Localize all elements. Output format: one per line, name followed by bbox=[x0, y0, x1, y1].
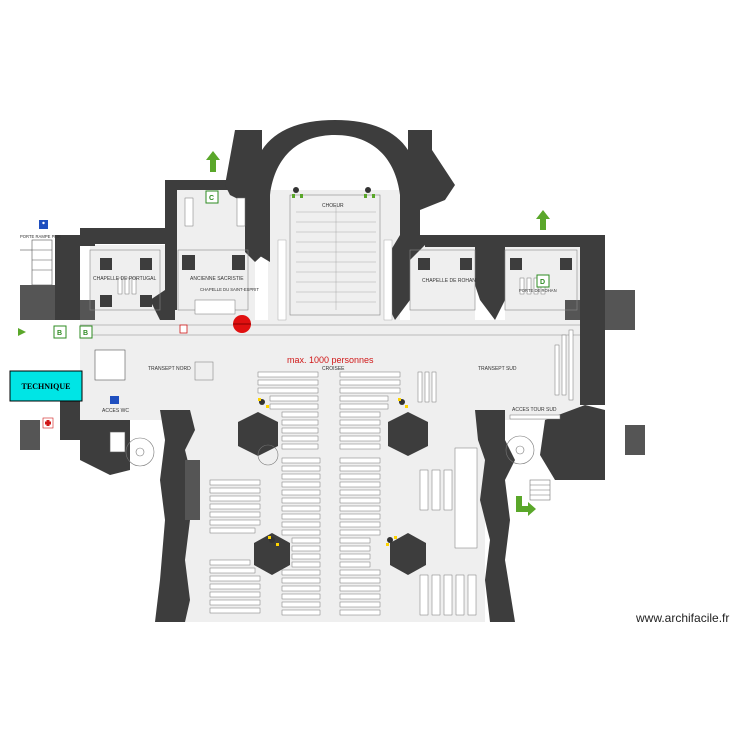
camera-icon bbox=[293, 187, 299, 193]
toilet-icon bbox=[110, 396, 119, 404]
label-chapelle-saint-esprit: CHAPELLE DU SAINT-ESPRIT bbox=[200, 287, 259, 292]
technique-box: TECHNIQUE bbox=[9, 370, 83, 402]
label-transept-nord: TRANSEPT NORD bbox=[148, 366, 191, 372]
pews-aisle-left bbox=[209, 479, 261, 614]
exit-arrow-icon bbox=[516, 496, 536, 516]
fire-extinguisher-icon bbox=[179, 324, 188, 334]
camera-icon bbox=[387, 537, 393, 543]
label-croisee: CROISEE bbox=[322, 366, 345, 372]
pews-nave-right bbox=[339, 457, 381, 616]
zone-marker-b-left: B bbox=[57, 330, 62, 337]
choir-stalls bbox=[277, 205, 393, 321]
label-acces-wc: ACCES WC bbox=[102, 408, 129, 414]
zone-marker-d: D bbox=[540, 279, 545, 286]
watermark-credit: www.archifacile.fr bbox=[636, 611, 730, 625]
label-porte-rampe: PORTE RAMPE PMR bbox=[20, 234, 61, 239]
spiral-stairs bbox=[125, 435, 551, 501]
pews-transept-right bbox=[417, 329, 574, 420]
label-chapelle-portugal: CHAPELLE DE PORTUGAL bbox=[93, 276, 156, 282]
label-chapelle-rohan: CHAPELLE DE ROHAN bbox=[422, 278, 476, 284]
label-choeur: CHOEUR bbox=[322, 203, 344, 209]
label-transept-sud: TRANSEPT SUD bbox=[478, 366, 517, 372]
zone-markers: C D B B bbox=[53, 190, 550, 339]
exit-arrows bbox=[18, 151, 550, 516]
label-ancienne-sacristie: ANCIENNE SACRISTIE bbox=[190, 276, 244, 282]
label-acces-tour-sud: ACCES TOUR SUD bbox=[512, 407, 557, 413]
pews-nave-left bbox=[281, 457, 321, 616]
pews-aisle-right bbox=[419, 447, 478, 616]
safety-icons bbox=[39, 187, 408, 546]
camera-icon bbox=[365, 187, 371, 193]
label-porte-rohan: PORTE DE ROHAN bbox=[519, 288, 557, 293]
exit-arrow-icon bbox=[18, 328, 26, 336]
wheelchair-icon bbox=[39, 220, 48, 229]
zone-marker-b-right: B bbox=[83, 330, 88, 337]
technique-label: TECHNIQUE bbox=[22, 382, 71, 391]
pews-crossing-right bbox=[339, 371, 401, 450]
capacity-label: max. 1000 personnes bbox=[287, 355, 374, 365]
chapel-piers bbox=[100, 255, 572, 307]
labels: CHOEUR CHAPELLE DE PORTUGAL ANCIENNE SAC… bbox=[20, 203, 557, 414]
room-outlines bbox=[80, 194, 580, 381]
pmr-ramp bbox=[20, 239, 126, 453]
zone-marker-c: C bbox=[209, 195, 214, 202]
exit-arrow-icon bbox=[206, 151, 220, 172]
exit-arrow-icon bbox=[536, 210, 550, 230]
walls bbox=[20, 120, 645, 622]
pews-crossing-left bbox=[257, 371, 319, 450]
